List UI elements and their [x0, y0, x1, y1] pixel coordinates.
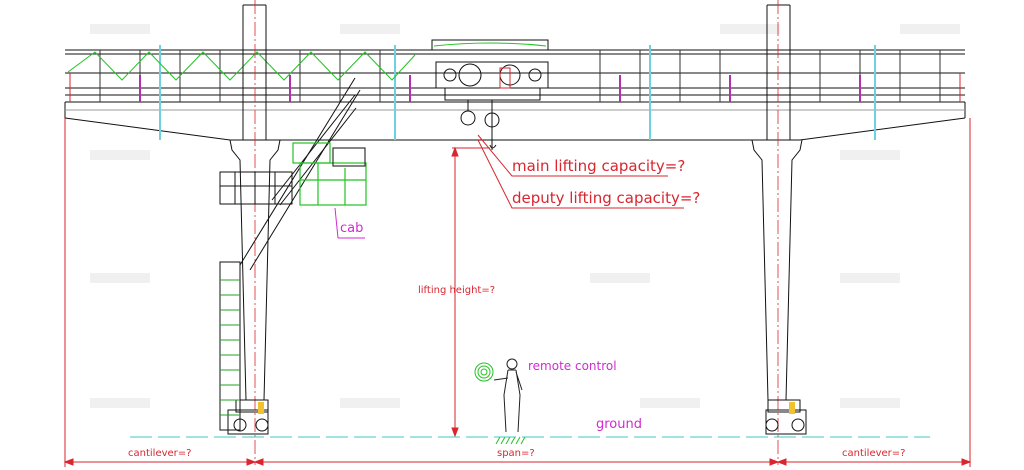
main-girder — [64, 49, 966, 141]
ladder-rungs — [220, 279, 240, 416]
cab-leader — [334, 207, 339, 239]
vertical-ladder — [219, 261, 241, 431]
leg-columns — [242, 4, 791, 140]
lifting-height-dimension — [451, 146, 490, 438]
railing-marks — [159, 45, 876, 140]
railing-accents — [139, 75, 861, 102]
span-dimensions — [63, 118, 972, 467]
platform — [219, 171, 293, 205]
cab-label: cab — [340, 221, 364, 236]
inclined-ladder — [239, 77, 361, 271]
cable-festoon — [67, 51, 416, 81]
operator-figure — [493, 358, 523, 433]
span-label: span=? — [497, 448, 535, 459]
remote-control-label: remote control — [528, 359, 617, 373]
left-end-carriage — [227, 399, 269, 435]
remote-signal-icon — [474, 362, 494, 382]
cantilever-right-label: cantilever=? — [842, 448, 906, 459]
right-end-carriage — [765, 399, 807, 435]
ground-hatch — [495, 436, 526, 445]
ground-label: ground — [596, 417, 642, 432]
lifting-height-label: lifting height=? — [418, 285, 496, 296]
watermark-logos — [90, 24, 960, 408]
girder-end-marks — [69, 73, 961, 102]
main-lifting-capacity-label: main lifting capacity=? — [512, 157, 686, 175]
operator-cab — [292, 142, 367, 206]
center-lines — [254, 0, 779, 465]
cantilever-left-label: cantilever=? — [128, 448, 192, 459]
trolley-hoist — [431, 39, 549, 150]
right-leg — [751, 139, 803, 401]
deputy-lifting-capacity-label: deputy lifting capacity=? — [512, 189, 701, 207]
capacity-leaders — [477, 134, 684, 209]
